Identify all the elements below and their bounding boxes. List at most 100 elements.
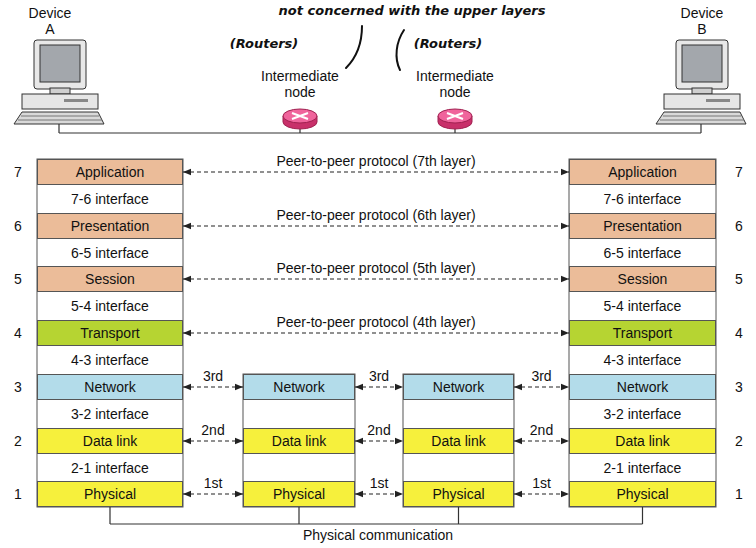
protocol-label: 2nd xyxy=(528,422,555,438)
protocol-label: 2nd xyxy=(365,422,392,438)
layer-name: Data link xyxy=(272,433,326,449)
layer-name: Session xyxy=(85,271,135,287)
protocol-arrow xyxy=(183,493,243,494)
computer-icon xyxy=(14,40,104,124)
protocol-label: 1st xyxy=(368,475,391,491)
device-label: Device A xyxy=(29,5,72,37)
router-cross xyxy=(292,113,308,119)
layer-box: Data link xyxy=(569,428,716,454)
protocol-arrow xyxy=(183,171,569,172)
layer-box: Network xyxy=(403,374,514,400)
screen-shape xyxy=(682,45,722,82)
protocol-label: 3rd xyxy=(201,368,225,384)
layer-name: Network xyxy=(617,379,668,395)
interface-label: 2-1 interface xyxy=(71,460,149,476)
layer-number: 2 xyxy=(14,433,22,449)
layer-name: Session xyxy=(618,271,668,287)
stand-shape xyxy=(692,88,712,94)
interface-label: 3-2 interface xyxy=(71,406,149,422)
case-shape xyxy=(22,94,98,109)
interface-label: 5-4 interface xyxy=(604,298,682,314)
layer-box: Transport xyxy=(569,320,716,346)
drive-slot xyxy=(64,99,88,102)
stand-shape xyxy=(50,88,70,94)
layer-name: Physical xyxy=(432,486,484,502)
layer-name: Physical xyxy=(273,486,325,502)
protocol-arrow xyxy=(183,225,569,226)
layer-name: Network xyxy=(433,379,484,395)
layer-name: Network xyxy=(84,379,135,395)
handwritten-stroke xyxy=(346,26,362,68)
layer-box: Physical xyxy=(243,481,355,507)
protocol-arrow xyxy=(183,278,569,279)
layer-number: 5 xyxy=(14,271,22,287)
protocol-label: Peer-to-peer protocol (4th layer) xyxy=(274,314,477,330)
layer-number: 1 xyxy=(14,486,22,502)
layer-number: 1 xyxy=(735,486,743,502)
layer-name: Transport xyxy=(613,325,672,341)
protocol-label: Peer-to-peer protocol (6th layer) xyxy=(274,207,477,223)
stack-outline xyxy=(37,159,183,507)
layer-name: Network xyxy=(273,379,324,395)
protocol-label: Peer-to-peer protocol (7th layer) xyxy=(274,153,477,169)
keyboard-shape xyxy=(14,112,104,124)
handwritten-note: (Routers) xyxy=(414,36,483,52)
router-top xyxy=(283,109,317,123)
layer-box: Physical xyxy=(37,481,183,507)
layer-box: Data link xyxy=(243,428,355,454)
protocol-arrow xyxy=(355,440,403,441)
router-icon xyxy=(438,109,472,129)
protocol-arrow xyxy=(355,386,403,387)
protocol-arrow xyxy=(183,386,243,387)
layer-name: Data link xyxy=(615,433,669,449)
protocol-label: 1st xyxy=(530,475,553,491)
interface-label: 4-3 interface xyxy=(604,352,682,368)
key-rows xyxy=(660,116,744,120)
layer-box: Physical xyxy=(403,481,514,507)
device-label: Device B xyxy=(681,5,724,37)
node-label: Intermediate node xyxy=(261,68,339,100)
layer-name: Data link xyxy=(431,433,485,449)
stack-outline xyxy=(243,374,355,507)
layer-number: 6 xyxy=(735,218,743,234)
interface-label: 7-6 interface xyxy=(604,191,682,207)
physical-medium-line xyxy=(110,507,643,524)
layer-box: Application xyxy=(37,159,183,185)
layer-number: 7 xyxy=(735,164,743,180)
layer-name: Application xyxy=(608,164,677,180)
node-label: Intermediate node xyxy=(416,68,494,100)
layer-box: Session xyxy=(37,266,183,292)
interface-label: 7-6 interface xyxy=(71,191,149,207)
layer-number: 6 xyxy=(14,218,22,234)
protocol-arrow xyxy=(355,493,403,494)
protocol-arrow xyxy=(183,440,243,441)
interface-label: 3-2 interface xyxy=(604,406,682,422)
layer-box: Network xyxy=(569,374,716,400)
keyboard-shape xyxy=(656,112,746,124)
layer-box: Physical xyxy=(569,481,716,507)
computer-icon xyxy=(656,40,746,124)
layer-box: Network xyxy=(37,374,183,400)
medium-label: Physical communication xyxy=(303,527,453,543)
screen-shape xyxy=(40,45,80,82)
interface-label: 2-1 interface xyxy=(604,460,682,476)
layer-box: Data link xyxy=(403,428,514,454)
layer-box: Transport xyxy=(37,320,183,346)
interface-label: 6-5 interface xyxy=(71,245,149,261)
handwritten-stroke xyxy=(397,30,404,70)
layer-name: Application xyxy=(76,164,145,180)
protocol-label: 3rd xyxy=(367,368,391,384)
handwritten-note: not concerned with the upper layers xyxy=(279,3,546,19)
monitor-shape xyxy=(676,40,728,89)
key-rows xyxy=(18,116,102,120)
layer-box: Session xyxy=(569,266,716,292)
protocol-label: 1st xyxy=(202,475,225,491)
stack-outline xyxy=(569,159,716,507)
interface-label: 5-4 interface xyxy=(71,298,149,314)
interface-label: 6-5 interface xyxy=(604,245,682,261)
layer-name: Physical xyxy=(616,486,668,502)
layer-name: Data link xyxy=(83,433,137,449)
stack-outline xyxy=(403,374,514,507)
protocol-arrow xyxy=(514,493,569,494)
